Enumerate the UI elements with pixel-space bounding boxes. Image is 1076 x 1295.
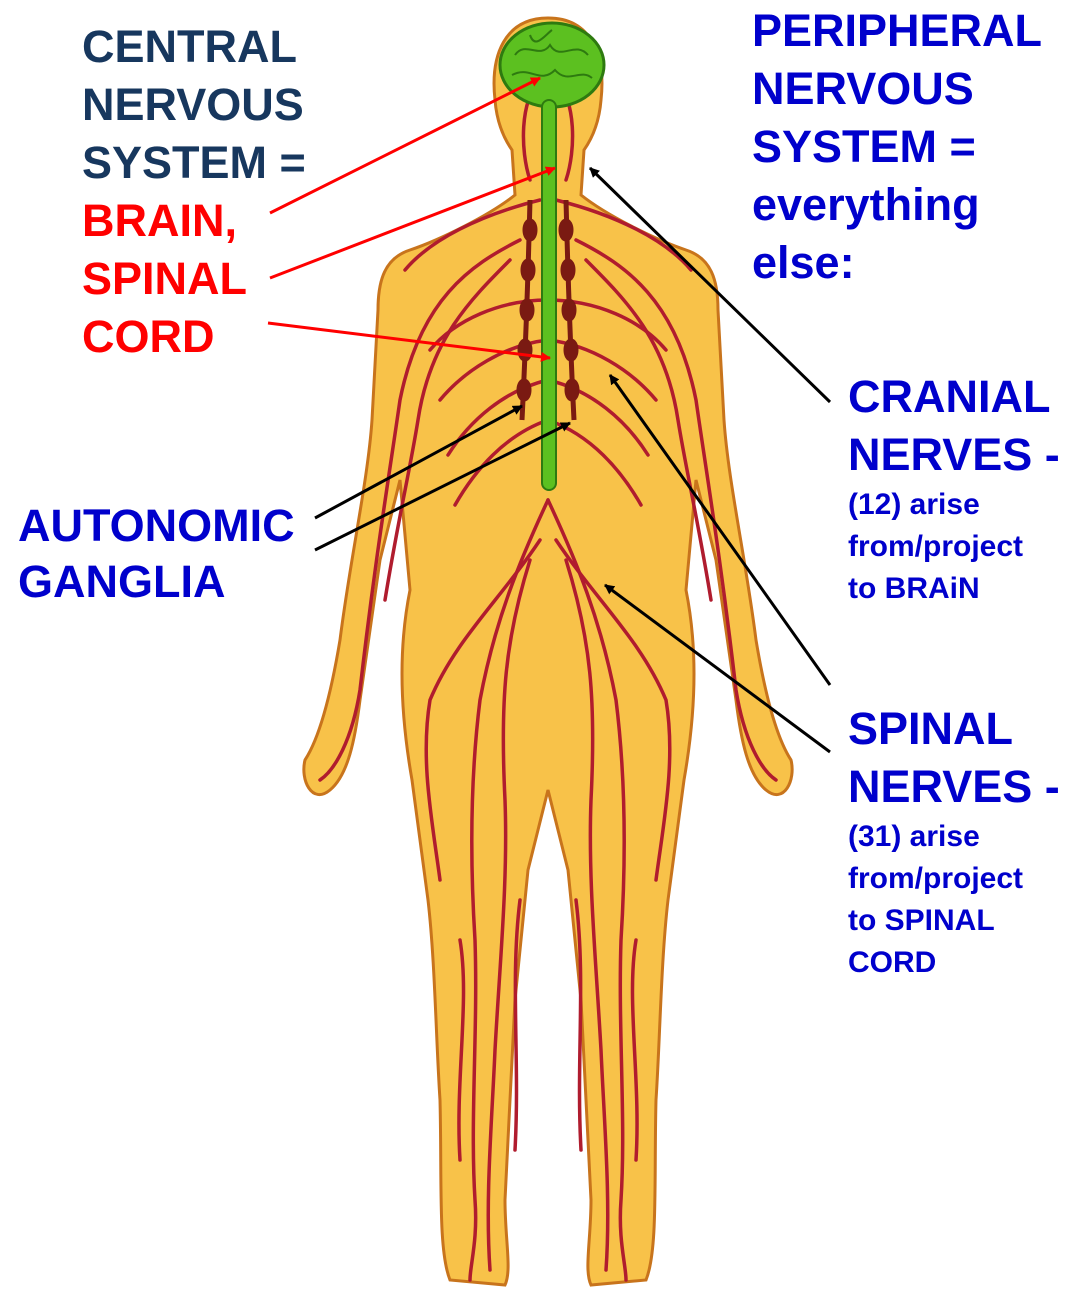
pns-line-2: NERVOUS [752,60,1042,118]
cranial-nerves-label: CRANIAL NERVES - (12) arise from/project… [848,368,1060,610]
pns-line-3: SYSTEM = [752,118,1042,176]
cns-heading-line-2: NERVOUS [82,76,306,134]
pns-label: PERIPHERAL NERVOUS SYSTEM = everything e… [752,2,1042,292]
spinal-detail-3: to SPINAL [848,900,1060,942]
pns-line-5: else: [752,234,1042,292]
autonomic-line-1: AUTONOMIC [18,498,295,554]
spinal-nerves-label: SPINAL NERVES - (31) arise from/project … [848,700,1060,984]
cns-part-brain: BRAIN, [82,192,306,250]
cns-part-spinal: SPINAL [82,250,306,308]
spinal-title-1: SPINAL [848,700,1060,758]
cranial-title-2: NERVES - [848,426,1060,484]
spinal-detail-4: CORD [848,942,1060,984]
brain-icon [500,23,604,107]
cranial-detail-3: to BRAiN [848,568,1060,610]
pns-line-1: PERIPHERAL [752,2,1042,60]
cns-part-cord: CORD [82,308,306,366]
pns-line-4: everything [752,176,1042,234]
autonomic-ganglia-label: AUTONOMIC GANGLIA [18,498,295,610]
spinal-detail-2: from/project [848,858,1060,900]
autonomic-line-2: GANGLIA [18,554,295,610]
cranial-detail-1: (12) arise [848,484,1060,526]
cns-heading-line-1: CENTRAL [82,18,306,76]
spinal-detail-1: (31) arise [848,816,1060,858]
cns-label: CENTRAL NERVOUS SYSTEM = BRAIN, SPINAL C… [82,18,306,366]
cranial-title-1: CRANIAL [848,368,1060,426]
cns-heading-line-3: SYSTEM = [82,134,306,192]
cranial-detail-2: from/project [848,526,1060,568]
spinal-title-2: NERVES - [848,758,1060,816]
arrow-brain [270,78,540,213]
